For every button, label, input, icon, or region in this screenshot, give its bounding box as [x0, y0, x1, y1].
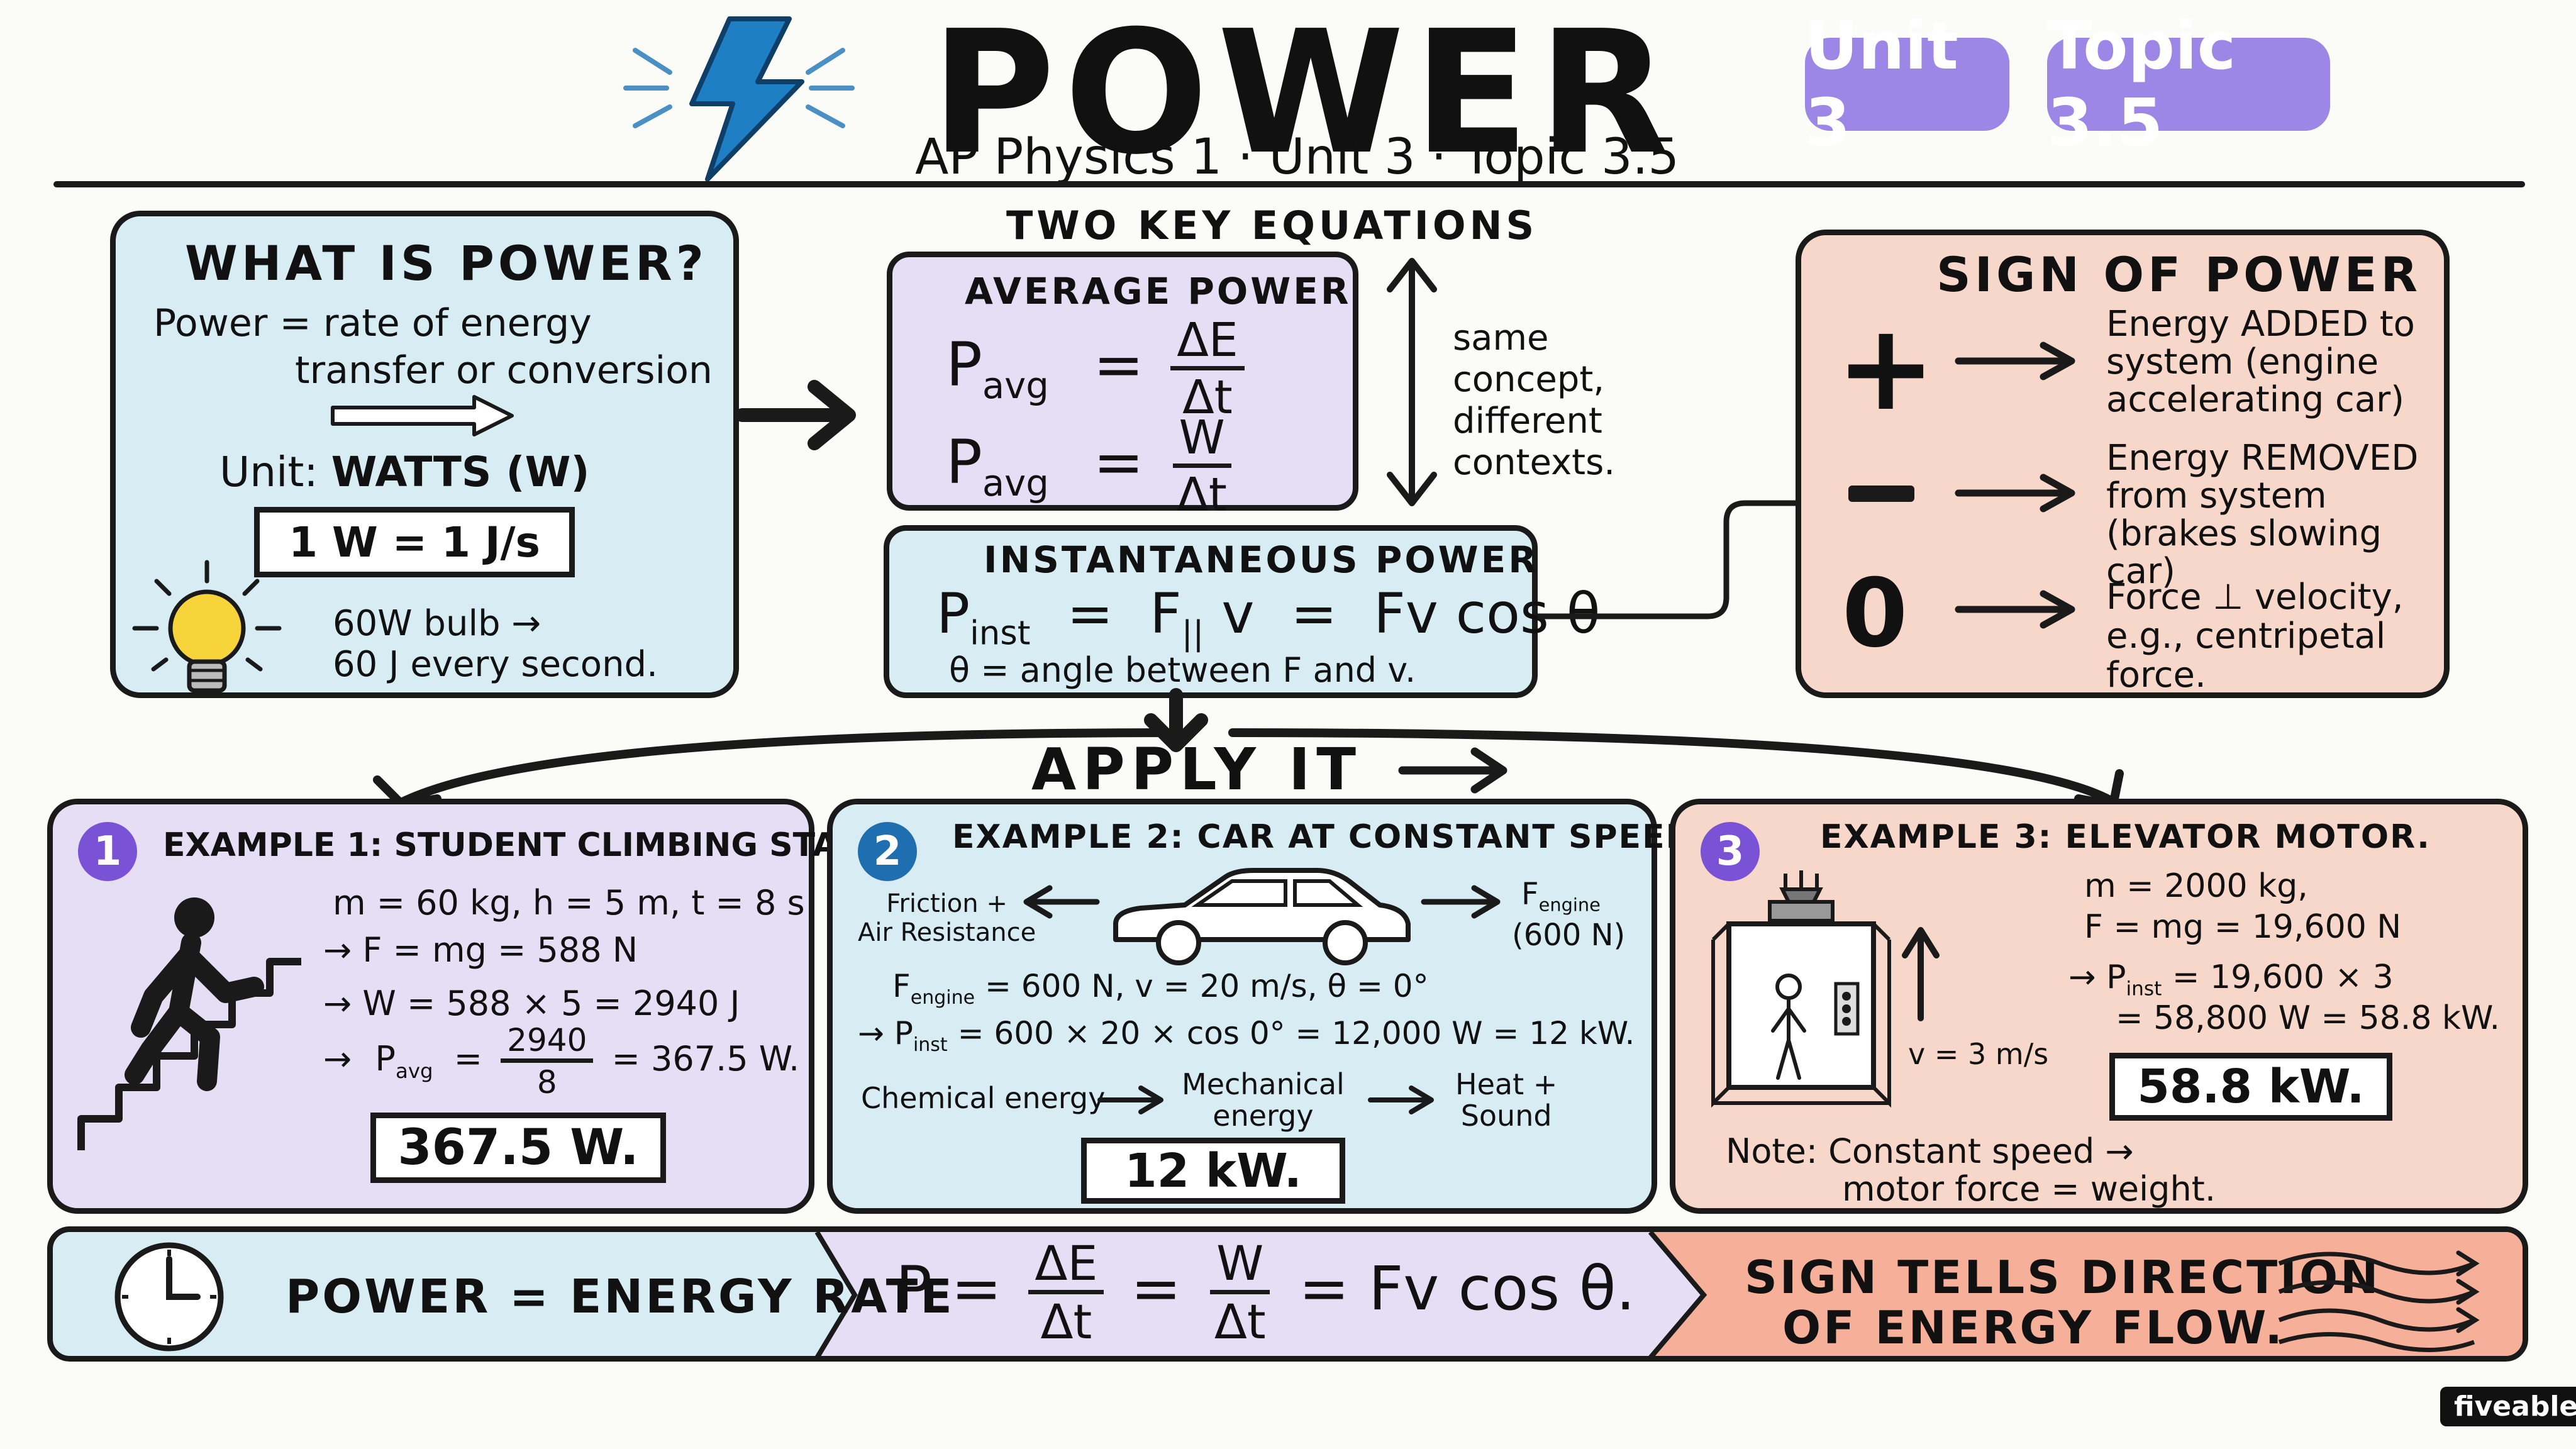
example-2-title: EXAMPLE 2: CAR AT CONSTANT SPEED. [952, 818, 1708, 856]
header-divider [53, 181, 2525, 187]
double-arrow-icon [1387, 258, 1437, 506]
light-bulb-icon [132, 560, 282, 693]
power-definition-line2: transfer or conversion [295, 348, 713, 392]
arrow-right-icon [331, 395, 514, 436]
arrow-right-icon [1097, 1085, 1163, 1114]
example-2-panel: 2 EXAMPLE 2: CAR AT CONSTANT SPEED. Fric… [827, 799, 1707, 1214]
instantaneous-power-panel: INSTANTANEOUS POWER Pinst = F|| v = Fv c… [884, 525, 1601, 698]
example-2-calculation: → Pinst = 600 × 20 × cos 0° = 12,000 W =… [858, 1015, 1635, 1056]
power-energy-rate: POWER = ENERGY RATE [286, 1270, 955, 1324]
energy-flow-arrows-icon [2278, 1250, 2480, 1352]
example-3-title: EXAMPLE 3: ELEVATOR MOTOR. [1820, 818, 2431, 856]
arrow-right-icon [1955, 341, 2075, 380]
arrow-to-equations-icon [735, 380, 856, 450]
page-subtitle: AP Physics 1 · Unit 3 · Topic 3.5 [915, 129, 1680, 186]
example-3-note-line1: Note: Constant speed → [1726, 1131, 2134, 1171]
unit-definition-box: 1 W = 1 J/s [254, 507, 575, 577]
sign-of-power-heading: SIGN OF POWER [1936, 247, 2422, 303]
engine-force-label: Fengine [1521, 877, 1601, 916]
plus-sign: + [1836, 298, 1936, 437]
zero-description: Force ⊥ velocity,e.g., centripetal force… [2106, 577, 2404, 696]
apply-it-label: APPLY IT [1031, 736, 1362, 803]
clock-icon [114, 1242, 224, 1352]
unit-badge: Unit 3 [1805, 8, 2009, 161]
footer-equation-segment [817, 1232, 1729, 1356]
sign-direction-line1: SIGN TELLS DIRECTION [1745, 1251, 2381, 1304]
instantaneous-power-equation: Pinst = F|| v = Fv cos θ [936, 581, 1601, 653]
bulb-example-line2: 60 J every second. [333, 644, 658, 685]
friction-label: Friction +Air Resistance [858, 889, 1036, 947]
example-1-given: m = 60 kg, h = 5 m, t = 8 s [333, 883, 805, 923]
example-1-panel: 1 EXAMPLE 1: STUDENT CLIMBING STAIRS. m … [47, 799, 911, 1214]
footer-sign-segment [1650, 1232, 2523, 1356]
arrow-right-icon [1398, 747, 1507, 794]
example-3-mass: m = 2000 kg, [2084, 867, 2308, 905]
zero-sign: 0 [1842, 559, 1908, 669]
instantaneous-power-heading: INSTANTANEOUS POWER [984, 538, 1539, 581]
example-2-given: Fengine = 600 N, v = 20 m/s, θ = 0° [892, 968, 1429, 1009]
arrow-right-icon [1421, 885, 1501, 919]
elevator-velocity: v = 3 m/s [1908, 1037, 2049, 1071]
engine-force-value: (600 N) [1512, 918, 1626, 953]
power-definition-line1: Power = rate of energy [153, 301, 592, 345]
arrow-up-icon [1902, 927, 1940, 1021]
connector-line [1538, 500, 1802, 619]
average-power-heading: AVERAGE POWER [965, 270, 1352, 313]
stairs-climber-icon [77, 897, 301, 1150]
chemical-energy-label: Chemical energy [861, 1081, 1106, 1115]
car-icon [1113, 868, 1411, 965]
example-3-force: F = mg = 19,600 N [2084, 908, 2402, 946]
example-1-title: EXAMPLE 1: STUDENT CLIMBING STAIRS. [163, 826, 911, 864]
example-3-power-result: = 58,800 W = 58.8 kW. [2116, 999, 2501, 1037]
sign-direction-line2: OF ENERGY FLOW. [1782, 1301, 2285, 1354]
example-3-answer: 58.8 kW. [2109, 1053, 2392, 1121]
what-is-power-heading: WHAT IS POWER? [185, 235, 708, 291]
example-1-answer: 367.5 W. [370, 1113, 666, 1183]
arrow-right-icon [1368, 1085, 1434, 1114]
arrow-right-icon [1955, 590, 2075, 629]
bulb-example-line1: 60W bulb → [333, 603, 541, 644]
theta-note: θ = angle between F and v. [949, 650, 1416, 690]
brand-logo: fiveable [2440, 1387, 2576, 1426]
example-2-number: 2 [858, 822, 917, 881]
page-title: POWER [931, 0, 1678, 192]
arrow-right-icon [1955, 474, 2075, 513]
unit-value: WATTS (W) [331, 448, 590, 496]
example-1-force: → F = mg = 588 N [323, 930, 638, 970]
example-1-work: → W = 588 × 5 = 2940 J [323, 984, 740, 1023]
example-3-power: → Pinst = 19,600 × 3 [2068, 958, 2394, 1001]
segment-divider [814, 1232, 1707, 1356]
what-is-power-panel: WHAT IS POWER? Power = rate of energy tr… [110, 211, 739, 698]
example-3-number: 3 [1701, 822, 1760, 881]
unit-label: Unit: WATTS (W) [219, 448, 590, 496]
example-1-number: 1 [78, 822, 137, 881]
lightning-bolt-icon [623, 16, 855, 182]
example-3-panel: 3 EXAMPLE 3: ELEVATOR MOTOR. v = 3 m/s m… [1670, 799, 2528, 1214]
arrow-left-icon [1023, 885, 1100, 919]
elevator-icon [1711, 870, 1891, 1108]
example-2-answer: 12 kW. [1081, 1138, 1345, 1204]
minus-sign [1848, 486, 1914, 502]
same-concept-note: same concept, different contexts. [1453, 318, 1616, 483]
heat-sound-label: Heat +Sound [1455, 1067, 1558, 1133]
two-key-equations-label: TWO KEY EQUATIONS [1006, 203, 1538, 248]
example-3-note-line2: motor force = weight. [1842, 1169, 2216, 1209]
topic-badge: Topic 3.5 [2047, 8, 2330, 161]
